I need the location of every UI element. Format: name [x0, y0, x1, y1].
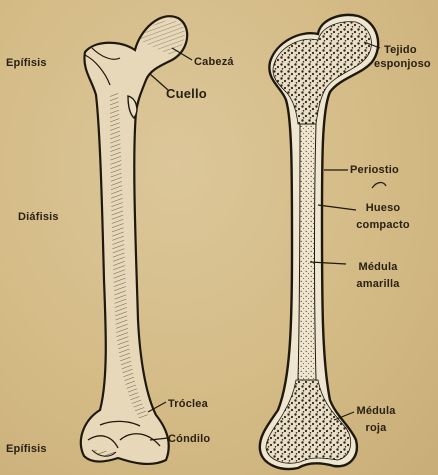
- label-epifisis-bottom: Epífisis: [6, 443, 47, 455]
- label-medula-amarilla-line2: amarilla: [356, 278, 399, 290]
- periostio-tick: [372, 183, 386, 189]
- leader-hueso: [318, 205, 356, 210]
- label-cabeza: Cabezá: [194, 56, 234, 68]
- external-femur: [81, 16, 187, 464]
- label-periostio: Periostio: [350, 164, 399, 176]
- label-medula-roja-line1: Médula: [356, 405, 395, 417]
- label-hueso-line2: compacto: [356, 219, 410, 231]
- sectioned-femur: [260, 15, 378, 469]
- left-leader-lines: [148, 48, 192, 440]
- label-cuello: Cuello: [166, 88, 207, 100]
- label-hueso-line1: Hueso: [366, 202, 401, 214]
- label-troclea: Tróclea: [168, 398, 208, 410]
- spongy-bone-bottom: [266, 380, 351, 463]
- label-condilo: Cóndilo: [168, 433, 210, 445]
- medullary-cavity: [298, 124, 316, 380]
- label-medula-amarilla-line1: Médula: [358, 261, 397, 273]
- label-tejido-line2: esponjoso: [374, 58, 431, 70]
- label-epifisis-top: Epífisis: [6, 57, 47, 69]
- label-medula-roja-line2: roja: [366, 422, 387, 434]
- label-diafisis: Diáfisis: [18, 211, 59, 223]
- label-tejido-line1: Tejido: [384, 44, 417, 56]
